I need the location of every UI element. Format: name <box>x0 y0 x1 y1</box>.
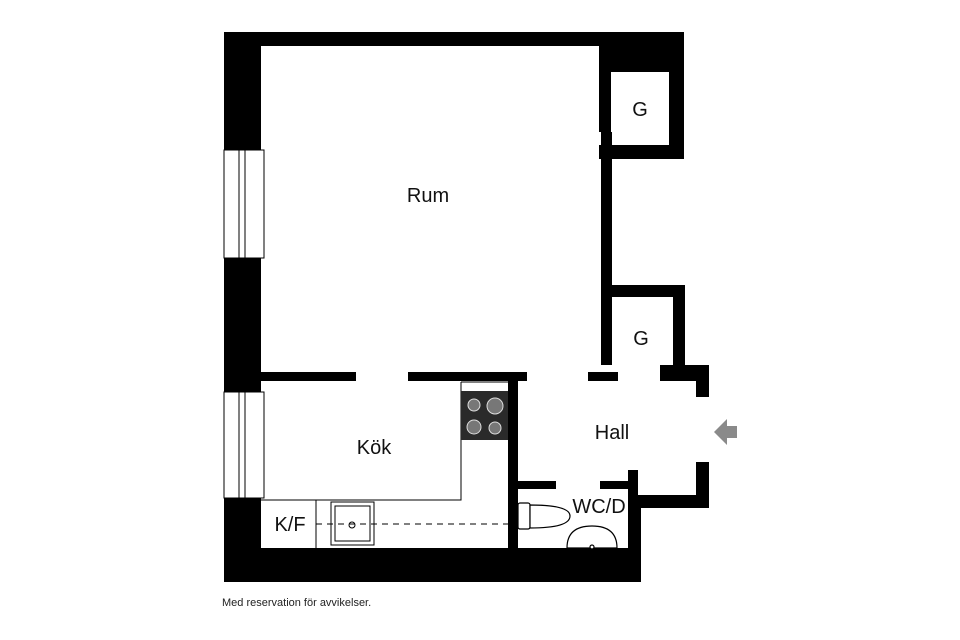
room-label-rum: Rum <box>407 185 449 207</box>
stove-icon <box>461 391 508 440</box>
room-label-kf: K/F <box>274 514 305 536</box>
toilet-icon <box>517 502 571 530</box>
room-label-hall: Hall <box>595 422 629 444</box>
window-lower <box>223 391 265 499</box>
window-upper <box>223 149 265 259</box>
room-label-kok: Kök <box>357 437 392 459</box>
room-label-wcd: WC/D <box>572 496 625 518</box>
interior-walls <box>261 132 709 555</box>
disclaimer-note: Med reservation för avvikelser. <box>222 597 372 609</box>
room-label-g-top: G <box>632 99 648 121</box>
outer-walls <box>224 32 684 582</box>
entrance-arrow-icon <box>714 419 737 445</box>
room-label-g-mid: G <box>633 328 649 350</box>
washbasin-icon <box>566 525 618 550</box>
